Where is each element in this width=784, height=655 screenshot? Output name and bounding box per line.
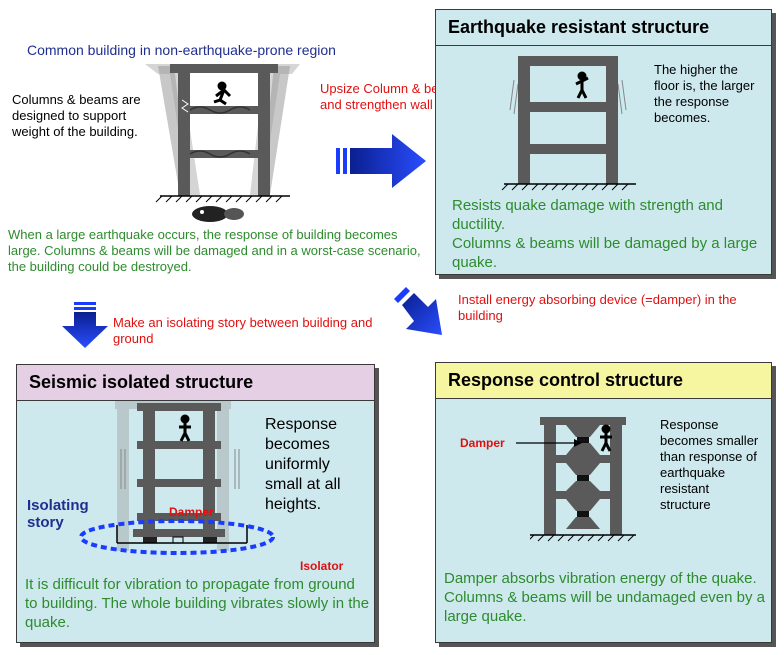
seismic-isolated-title: Seismic isolated structure [17, 365, 374, 401]
catfish-icon [192, 206, 244, 222]
earthquake-resistant-title: Earthquake resistant structure [436, 10, 771, 46]
response-damper-label: Damper [460, 436, 505, 450]
isolating-story-label: Isolating story [27, 497, 89, 531]
damage-note: When a large earthquake occurs, the resp… [8, 227, 421, 274]
earthquake-resistant-desc: Resists quake damage with strength and d… [452, 197, 758, 271]
arrow-down-left-label: Make an isolating story between building… [113, 315, 373, 346]
arrow-down-right-label: Install energy absorbing device (=damper… [458, 292, 737, 323]
support-note: Columns & beams are designed to support … [12, 92, 141, 139]
seismic-isolated-note: Response becomes uniformly small at all … [265, 416, 341, 513]
earthquake-resistant-panel: Earthquake resistant structure The [435, 9, 772, 275]
earthquake-resistant-illustration [501, 56, 636, 191]
response-control-illustration [530, 417, 636, 542]
damper-pointer-arrow [516, 439, 582, 447]
down-left-arrow-icon [62, 302, 108, 348]
common-building-illustration [145, 64, 300, 203]
arrow-right-label: Upsize Column & beam and strengthen wall [320, 81, 457, 112]
isolator-label: Isolator [300, 559, 344, 573]
response-control-note: Response becomes smaller than response o… [660, 417, 759, 512]
seismic-isolated-panel: Seismic isolated structure [16, 364, 375, 643]
right-arrow-icon [336, 134, 426, 188]
down-right-arrow-icon [394, 287, 442, 335]
earthquake-resistant-note: The higher the floor is, the larger the … [654, 62, 755, 125]
response-control-desc: Damper absorbs vibration energy of the q… [444, 570, 766, 625]
common-building-title: Common building in non-earthquake-prone … [27, 42, 336, 58]
response-control-panel: Response control structure [435, 362, 772, 643]
seismic-damper-label: Damper [169, 505, 214, 519]
response-control-title: Response control structure [436, 363, 771, 399]
seismic-isolated-illustration [79, 401, 275, 555]
seismic-isolated-desc: It is difficult for vibration to propaga… [25, 576, 370, 631]
